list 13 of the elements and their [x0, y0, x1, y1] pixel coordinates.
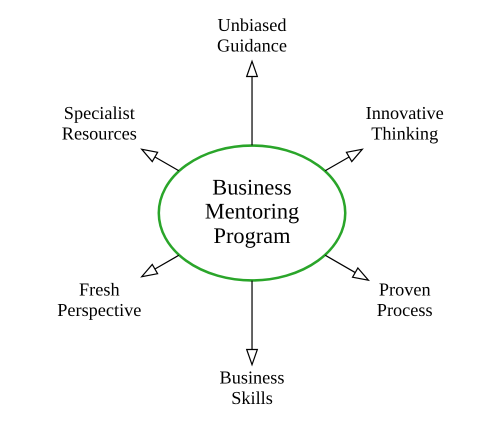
- node-ellipse: Business Mentoring Program: [157, 144, 346, 282]
- arrow: [140, 148, 179, 172]
- arrow: [245, 280, 258, 367]
- arrow: [324, 148, 364, 172]
- node-text: Fresh Perspective: [56, 279, 141, 320]
- arrow: [324, 254, 370, 282]
- node-text: Innovative Thinking: [365, 103, 444, 144]
- node-text: Proven Process: [376, 279, 432, 320]
- node-text: Specialist Resources: [61, 103, 136, 144]
- arrow: [140, 254, 179, 278]
- arrow: [245, 59, 258, 146]
- node-text: Unbiased Guidance: [216, 14, 287, 56]
- node-text: Business Skills: [219, 368, 284, 408]
